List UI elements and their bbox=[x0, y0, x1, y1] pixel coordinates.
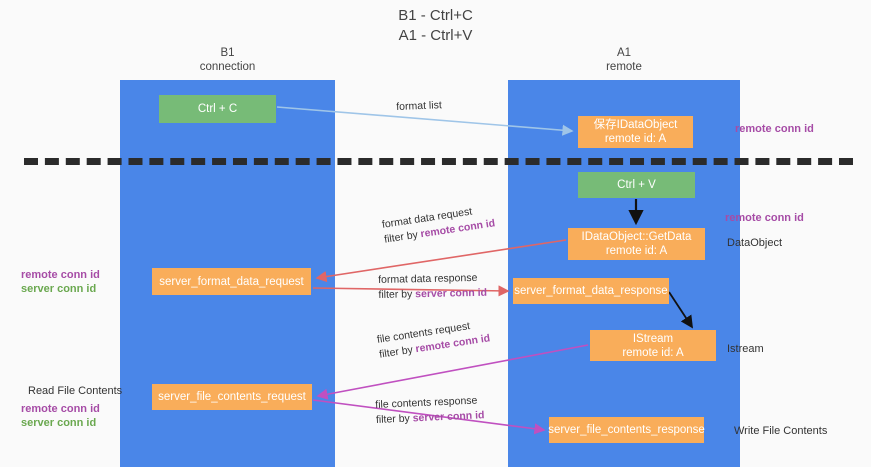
label-istream: Istream bbox=[727, 343, 764, 355]
node-getdata-remote-id: remote id: A bbox=[605, 245, 668, 257]
node-server-file-contents-request-label: server_file_contents_request bbox=[158, 391, 306, 403]
label-left-remote-conn-id-1: remote conn id bbox=[21, 269, 100, 281]
edge-label-format-list-line1: format list bbox=[396, 99, 442, 113]
node-idataobject-remote-id: remote id: A bbox=[604, 133, 667, 145]
label-write-file-contents: Write File Contents bbox=[734, 425, 828, 437]
edge-label-format-data-request: format data request filter by remote con… bbox=[381, 201, 496, 247]
label-left-server-conn-id-1: server conn id bbox=[21, 283, 97, 295]
label-conn-ids-format: remote conn id server conn id bbox=[21, 268, 100, 296]
label-left-remote-conn-id-2: remote conn id bbox=[21, 403, 100, 415]
node-istream-remote-id: remote id: A bbox=[622, 346, 684, 359]
label-conn-ids-file: remote conn id server conn id bbox=[21, 402, 100, 430]
edge-label-format-data-response-filter: filter by server conn id bbox=[378, 286, 487, 303]
label-remote-conn-id-getdata: remote conn id bbox=[725, 212, 804, 224]
node-idataobject-label: 保存IDataObject bbox=[593, 119, 678, 131]
edge-label-format-data-response: format data response filter by server co… bbox=[378, 271, 487, 303]
node-istream[interactable]: IStream remote id: A bbox=[590, 330, 716, 361]
node-istream-label: IStream bbox=[632, 332, 674, 345]
node-server-format-data-response-label: server_format_data_response bbox=[514, 285, 668, 297]
node-server-format-data-response[interactable]: server_format_data_response bbox=[513, 278, 669, 304]
diagram-title: B1 - Ctrl+C A1 - Ctrl+V bbox=[0, 6, 871, 46]
node-ctrl-c-label: Ctrl + C bbox=[197, 103, 238, 115]
lane-header-b1: B1 connection bbox=[120, 46, 335, 74]
label-left-server-conn-id-2: server conn id bbox=[21, 417, 97, 429]
label-dataobject: DataObject bbox=[727, 237, 783, 249]
filter-prefix: filter by bbox=[378, 343, 417, 361]
node-server-file-contents-request[interactable]: server_file_contents_request bbox=[152, 384, 312, 410]
filter-prefix: filter by bbox=[383, 228, 422, 246]
node-idataobject[interactable]: 保存IDataObject remote id: A bbox=[578, 116, 693, 148]
edge-label-file-contents-request: file contents request filter by remote c… bbox=[376, 316, 491, 362]
title-line-1: B1 - Ctrl+C bbox=[398, 7, 473, 24]
lane-header-b1-name: B1 bbox=[220, 47, 235, 59]
filter-prefix: filter by bbox=[378, 288, 416, 301]
edge-label-file-contents-response: file contents response filter by server … bbox=[375, 393, 485, 428]
filter-key-server-conn-id: server conn id bbox=[412, 409, 485, 425]
label-remote-conn-id-top: remote conn id bbox=[735, 123, 814, 135]
lane-header-a1-name: A1 bbox=[616, 47, 632, 59]
label-read-file-contents: Read File Contents bbox=[28, 385, 123, 397]
lane-header-a1: A1 remote bbox=[508, 46, 740, 74]
node-idataobject-getdata[interactable]: IDataObject::GetData remote id: A bbox=[568, 228, 705, 260]
node-ctrl-v[interactable]: Ctrl + V bbox=[578, 172, 695, 198]
node-server-format-data-request[interactable]: server_format_data_request bbox=[152, 268, 311, 295]
phase-divider bbox=[24, 158, 853, 165]
lane-header-b1-role: connection bbox=[199, 61, 256, 73]
lane-header-a1-role: remote bbox=[606, 61, 642, 73]
edge-label-format-list: format list bbox=[396, 98, 442, 115]
node-server-format-data-request-label: server_format_data_request bbox=[159, 275, 304, 288]
node-ctrl-c[interactable]: Ctrl + C bbox=[159, 95, 276, 123]
node-getdata-label: IDataObject::GetData bbox=[581, 231, 692, 243]
filter-prefix: filter by bbox=[375, 412, 413, 426]
title-line-2: A1 - Ctrl+V bbox=[398, 27, 473, 44]
node-server-file-contents-response[interactable]: server_file_contents_response bbox=[548, 417, 705, 443]
node-server-file-contents-response-label: server_file_contents_response bbox=[548, 424, 705, 436]
node-ctrl-v-label: Ctrl + V bbox=[617, 179, 656, 191]
filter-key-server-conn-id: server conn id bbox=[415, 286, 488, 301]
